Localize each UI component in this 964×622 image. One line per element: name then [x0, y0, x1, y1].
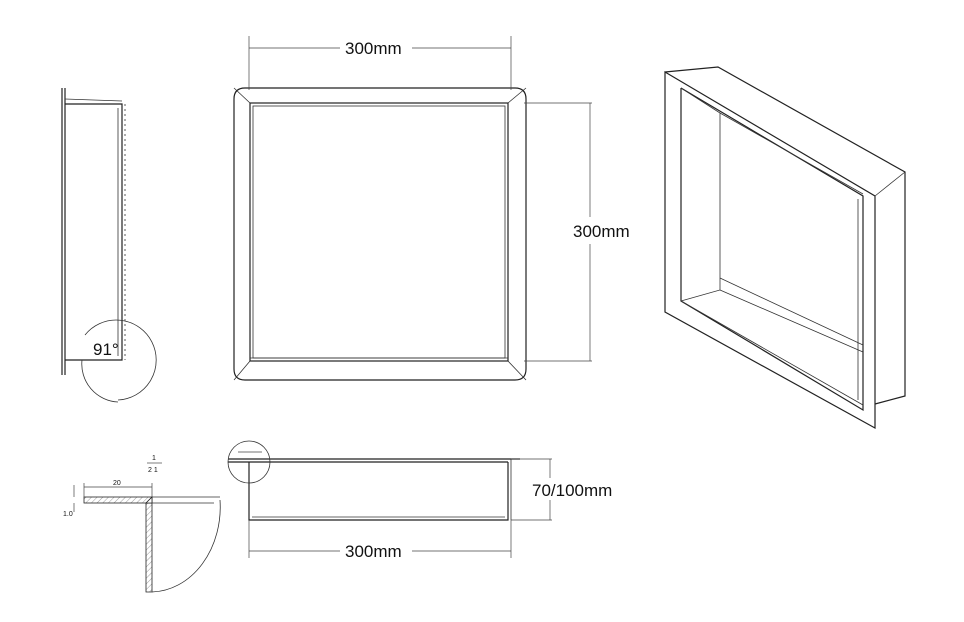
- dimension-front-width: 300mm: [248, 36, 512, 90]
- dimension-front-height: 300mm: [524, 102, 630, 362]
- flange-width-label: 20: [113, 480, 121, 487]
- isometric-view: [664, 66, 906, 430]
- thickness-label: 1.0: [63, 511, 73, 518]
- dimension-bottom-width: 300mm: [248, 520, 512, 561]
- side-section-view: 91°: [61, 88, 157, 403]
- dimension-depth: 70/100mm: [511, 458, 612, 521]
- angle-label: 91°: [93, 340, 119, 359]
- bottom-width-label: 300mm: [345, 542, 402, 561]
- depth-label: 70/100mm: [532, 481, 612, 500]
- detail-section: 20 1.0 1 2 1: [63, 455, 221, 593]
- front-width-label: 300mm: [345, 39, 402, 58]
- slope-mark-bottom: 2 1: [148, 467, 158, 474]
- front-height-label: 300mm: [573, 222, 630, 241]
- front-view: [233, 87, 527, 381]
- depth-section-view: [227, 440, 520, 521]
- slope-mark-top: 1: [152, 455, 156, 462]
